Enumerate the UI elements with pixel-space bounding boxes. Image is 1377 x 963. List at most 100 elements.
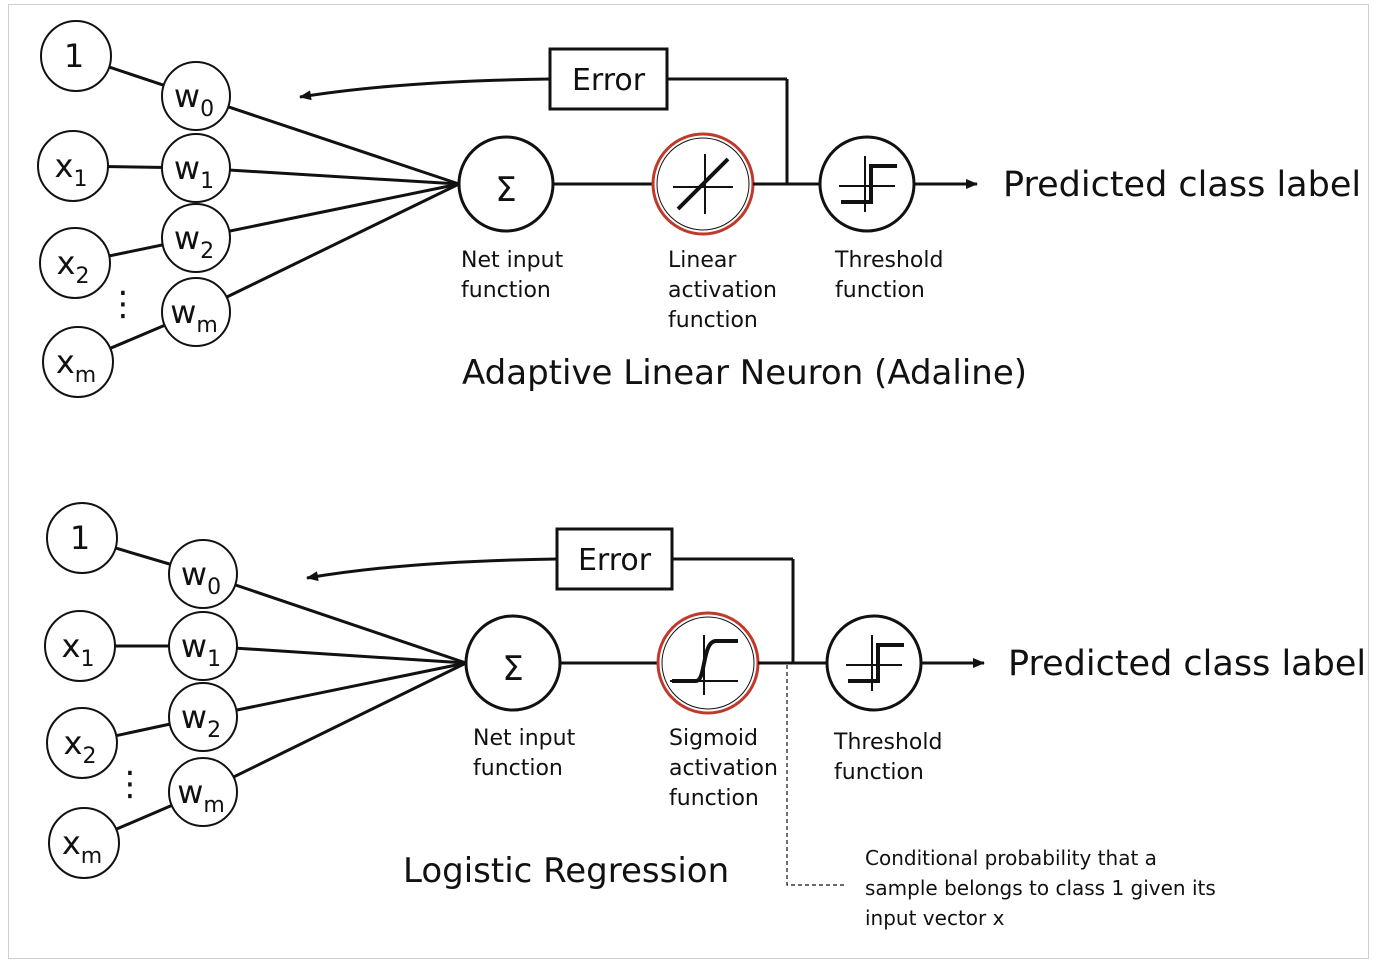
error-label: Error xyxy=(572,63,646,98)
weight-node-0-label: w0 xyxy=(174,77,214,122)
input-node-1-label: x1 xyxy=(62,627,95,672)
weight-node-0-symbol: w xyxy=(174,77,200,115)
input-node-2-label: x2 xyxy=(57,244,90,289)
error-box xyxy=(555,527,674,591)
weight-node-1-symbol: w xyxy=(181,627,207,665)
predicted-class-label: Predicted class label xyxy=(1003,165,1361,205)
input-node-m-symbol: x xyxy=(62,824,81,862)
weight-node-1-symbol: w xyxy=(174,149,200,187)
weight-sum-line xyxy=(195,182,460,314)
weight-node-m-symbol: w xyxy=(170,293,196,331)
input-node-bias: 1 xyxy=(46,502,118,574)
weight-node-m-subscript: m xyxy=(203,793,224,818)
input-node-m-subscript: m xyxy=(81,844,102,869)
input-node-m-circle xyxy=(42,326,114,398)
weight-node-2-subscript: 2 xyxy=(207,718,221,743)
activation-caption: Sigmoid xyxy=(669,726,758,751)
weight-node-m-circle xyxy=(168,757,238,827)
activation-caption: Linear xyxy=(668,248,737,273)
activation-caption: activation xyxy=(669,756,778,781)
weight-node-0-subscript: 0 xyxy=(207,575,221,600)
input-node-1-label: x1 xyxy=(55,147,88,192)
weight-node-0: w0 xyxy=(161,61,231,131)
weight-node-2: w2 xyxy=(168,682,238,752)
input-node-2: x2 xyxy=(39,227,111,299)
activation-ring xyxy=(656,611,760,715)
weight-sum-line xyxy=(202,661,467,794)
sigmoid-curve-icon xyxy=(672,639,738,683)
error-label: Error xyxy=(578,543,652,578)
input-node-1-subscript: 1 xyxy=(73,167,87,192)
weight-node-2-symbol: w xyxy=(181,698,207,736)
weight-sum-line xyxy=(195,166,460,186)
activation-caption: activation xyxy=(668,278,777,303)
net-input-caption: Net input xyxy=(473,726,576,751)
weight-node-0-symbol: w xyxy=(181,555,207,593)
weight-node-2-symbol: w xyxy=(174,219,200,257)
weight-node-0-subscript: 0 xyxy=(200,97,214,122)
input-node-1-symbol: x xyxy=(55,147,74,185)
weight-node-2-circle xyxy=(168,682,238,752)
weight-node-2: w2 xyxy=(161,203,231,273)
input-node-bias-symbol: 1 xyxy=(70,519,90,557)
sigma-symbol: Σ xyxy=(495,170,516,210)
weight-update-arrow xyxy=(299,77,551,101)
weight-node-1-label: w1 xyxy=(174,149,214,194)
threshold-caption: Threshold xyxy=(834,248,943,273)
linear-curve-icon xyxy=(676,157,730,211)
weight-node-1-subscript: 1 xyxy=(207,647,221,672)
input-node-1-subscript: 1 xyxy=(80,647,94,672)
weight-node-m: wm xyxy=(161,277,231,347)
threshold-caption: function xyxy=(834,760,924,785)
weight-sum-line xyxy=(195,94,460,186)
probability-note: input vector x xyxy=(865,906,1005,930)
weight-node-0-circle xyxy=(161,61,231,131)
weight-node-m-label: wm xyxy=(177,773,225,818)
weight-update-arrow xyxy=(306,557,558,582)
input-node-2-symbol: x xyxy=(64,724,83,762)
weight-node-m-subscript: m xyxy=(196,313,217,338)
input-node-1: x1 xyxy=(44,610,116,682)
input-node-2-symbol: x xyxy=(57,244,76,282)
probability-note: Conditional probability that a xyxy=(865,846,1157,870)
net-input-caption: function xyxy=(461,278,551,303)
weight-node-2-label: w2 xyxy=(174,219,214,264)
input-node-bias-label: 1 xyxy=(70,519,90,557)
weight-node-2-subscript: 2 xyxy=(200,239,214,264)
input-node-2: x2 xyxy=(46,707,118,779)
weight-node-1-circle xyxy=(168,611,238,681)
threshold-node xyxy=(825,614,923,712)
ellipsis-dots: ⋮ xyxy=(106,284,140,324)
input-node-bias: 1 xyxy=(40,20,112,92)
error-box xyxy=(548,47,669,111)
threshold-circle xyxy=(825,614,923,712)
step-function-icon xyxy=(848,643,904,683)
weight-node-m-symbol: w xyxy=(177,773,203,811)
input-node-m-symbol: x xyxy=(56,343,75,381)
activation-inner-ring xyxy=(656,137,750,231)
weight-node-m-circle xyxy=(161,277,231,347)
input-node-m: xm xyxy=(48,807,120,879)
input-node-2-subscript: 2 xyxy=(82,744,96,769)
weight-node-1-label: w1 xyxy=(181,627,221,672)
weight-node-1-subscript: 1 xyxy=(200,169,214,194)
probability-note: sample belongs to class 1 given its xyxy=(865,876,1216,900)
weight-node-2-circle xyxy=(161,203,231,273)
weight-sum-line xyxy=(202,661,467,719)
input-node-1: x1 xyxy=(37,130,109,202)
step-function-icon xyxy=(841,164,897,204)
input-node-bias-label: 1 xyxy=(64,37,84,75)
input-node-1-circle xyxy=(44,610,116,682)
weight-node-m: wm xyxy=(168,757,238,827)
activation-node xyxy=(656,611,760,715)
threshold-caption: Threshold xyxy=(833,730,942,755)
input-node-2-label: x2 xyxy=(64,724,97,769)
input-node-1-symbol: x xyxy=(62,627,81,665)
input-node-m-label: xm xyxy=(62,824,102,869)
weight-node-0-circle xyxy=(168,539,238,609)
sigma-symbol: Σ xyxy=(502,649,523,689)
weight-node-2-label: w2 xyxy=(181,698,221,743)
threshold-caption: function xyxy=(835,278,925,303)
